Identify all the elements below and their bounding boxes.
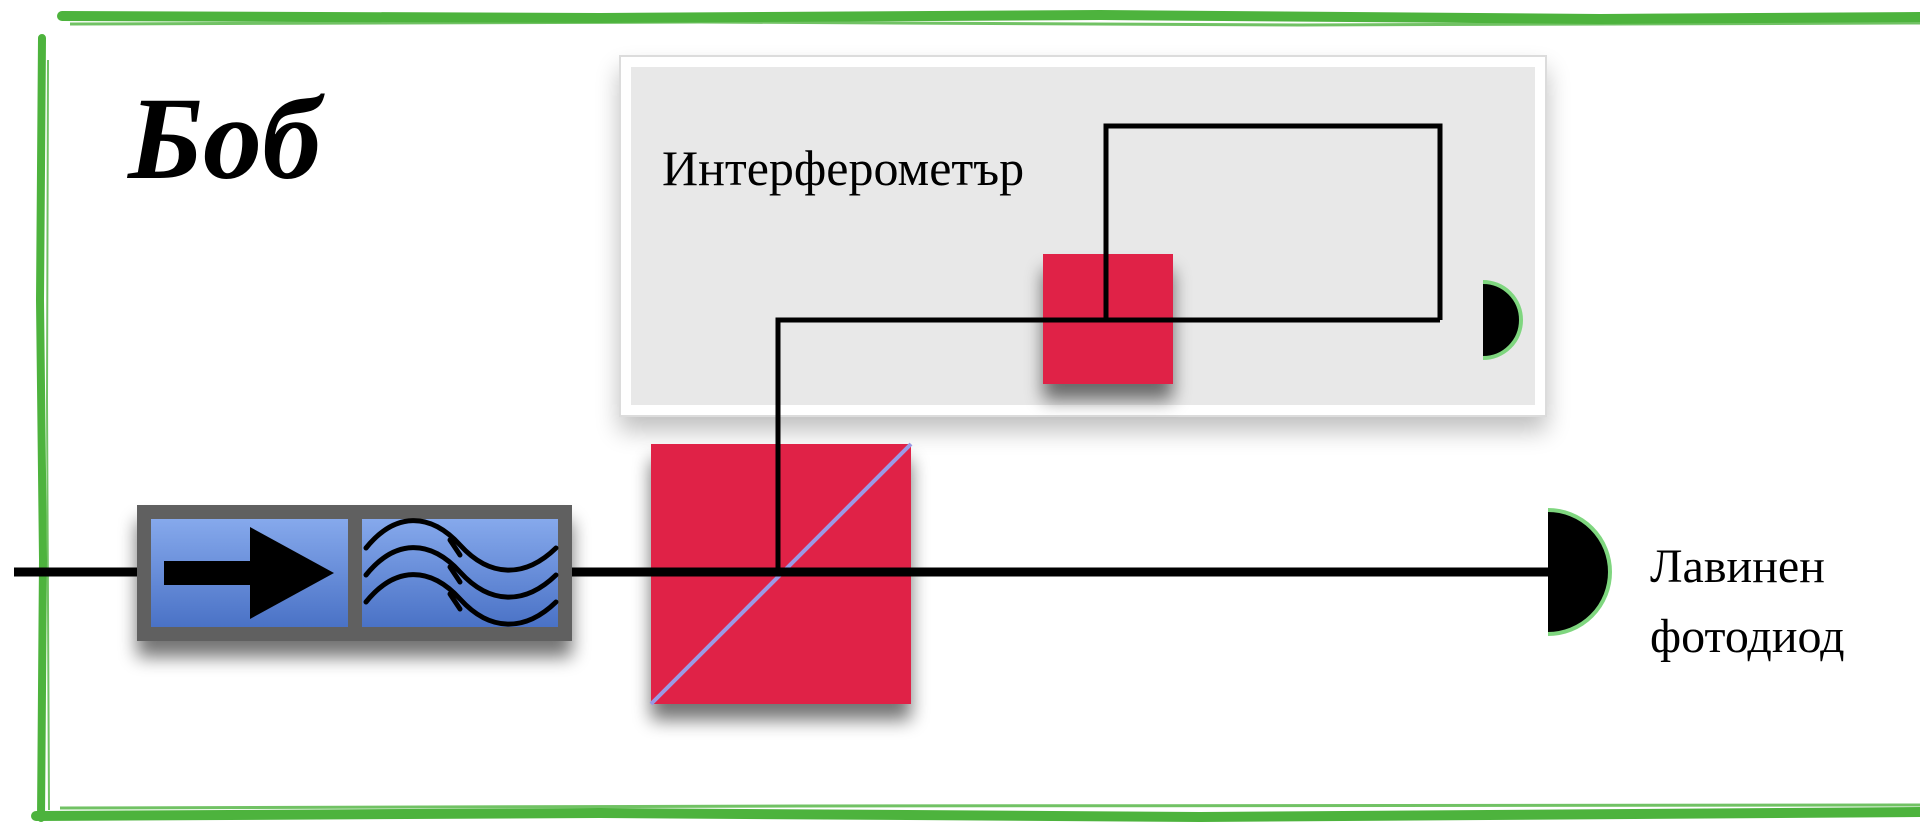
detector-label-line1: Лавинен [1650,540,1825,593]
detector-label-line2: фотодиод [1650,610,1845,663]
frame [31,9,1920,823]
diagram-title: Боб [126,73,325,204]
wavy-lines-icon [363,518,559,627]
detector-icon [1483,280,1523,360]
arrow-right-icon [164,527,334,619]
avalanche-photodiode [1548,508,1612,636]
beam-splitter [649,442,913,706]
interferometer-label: Интерферометър [662,140,1024,196]
interferometer-panel [619,55,1547,417]
